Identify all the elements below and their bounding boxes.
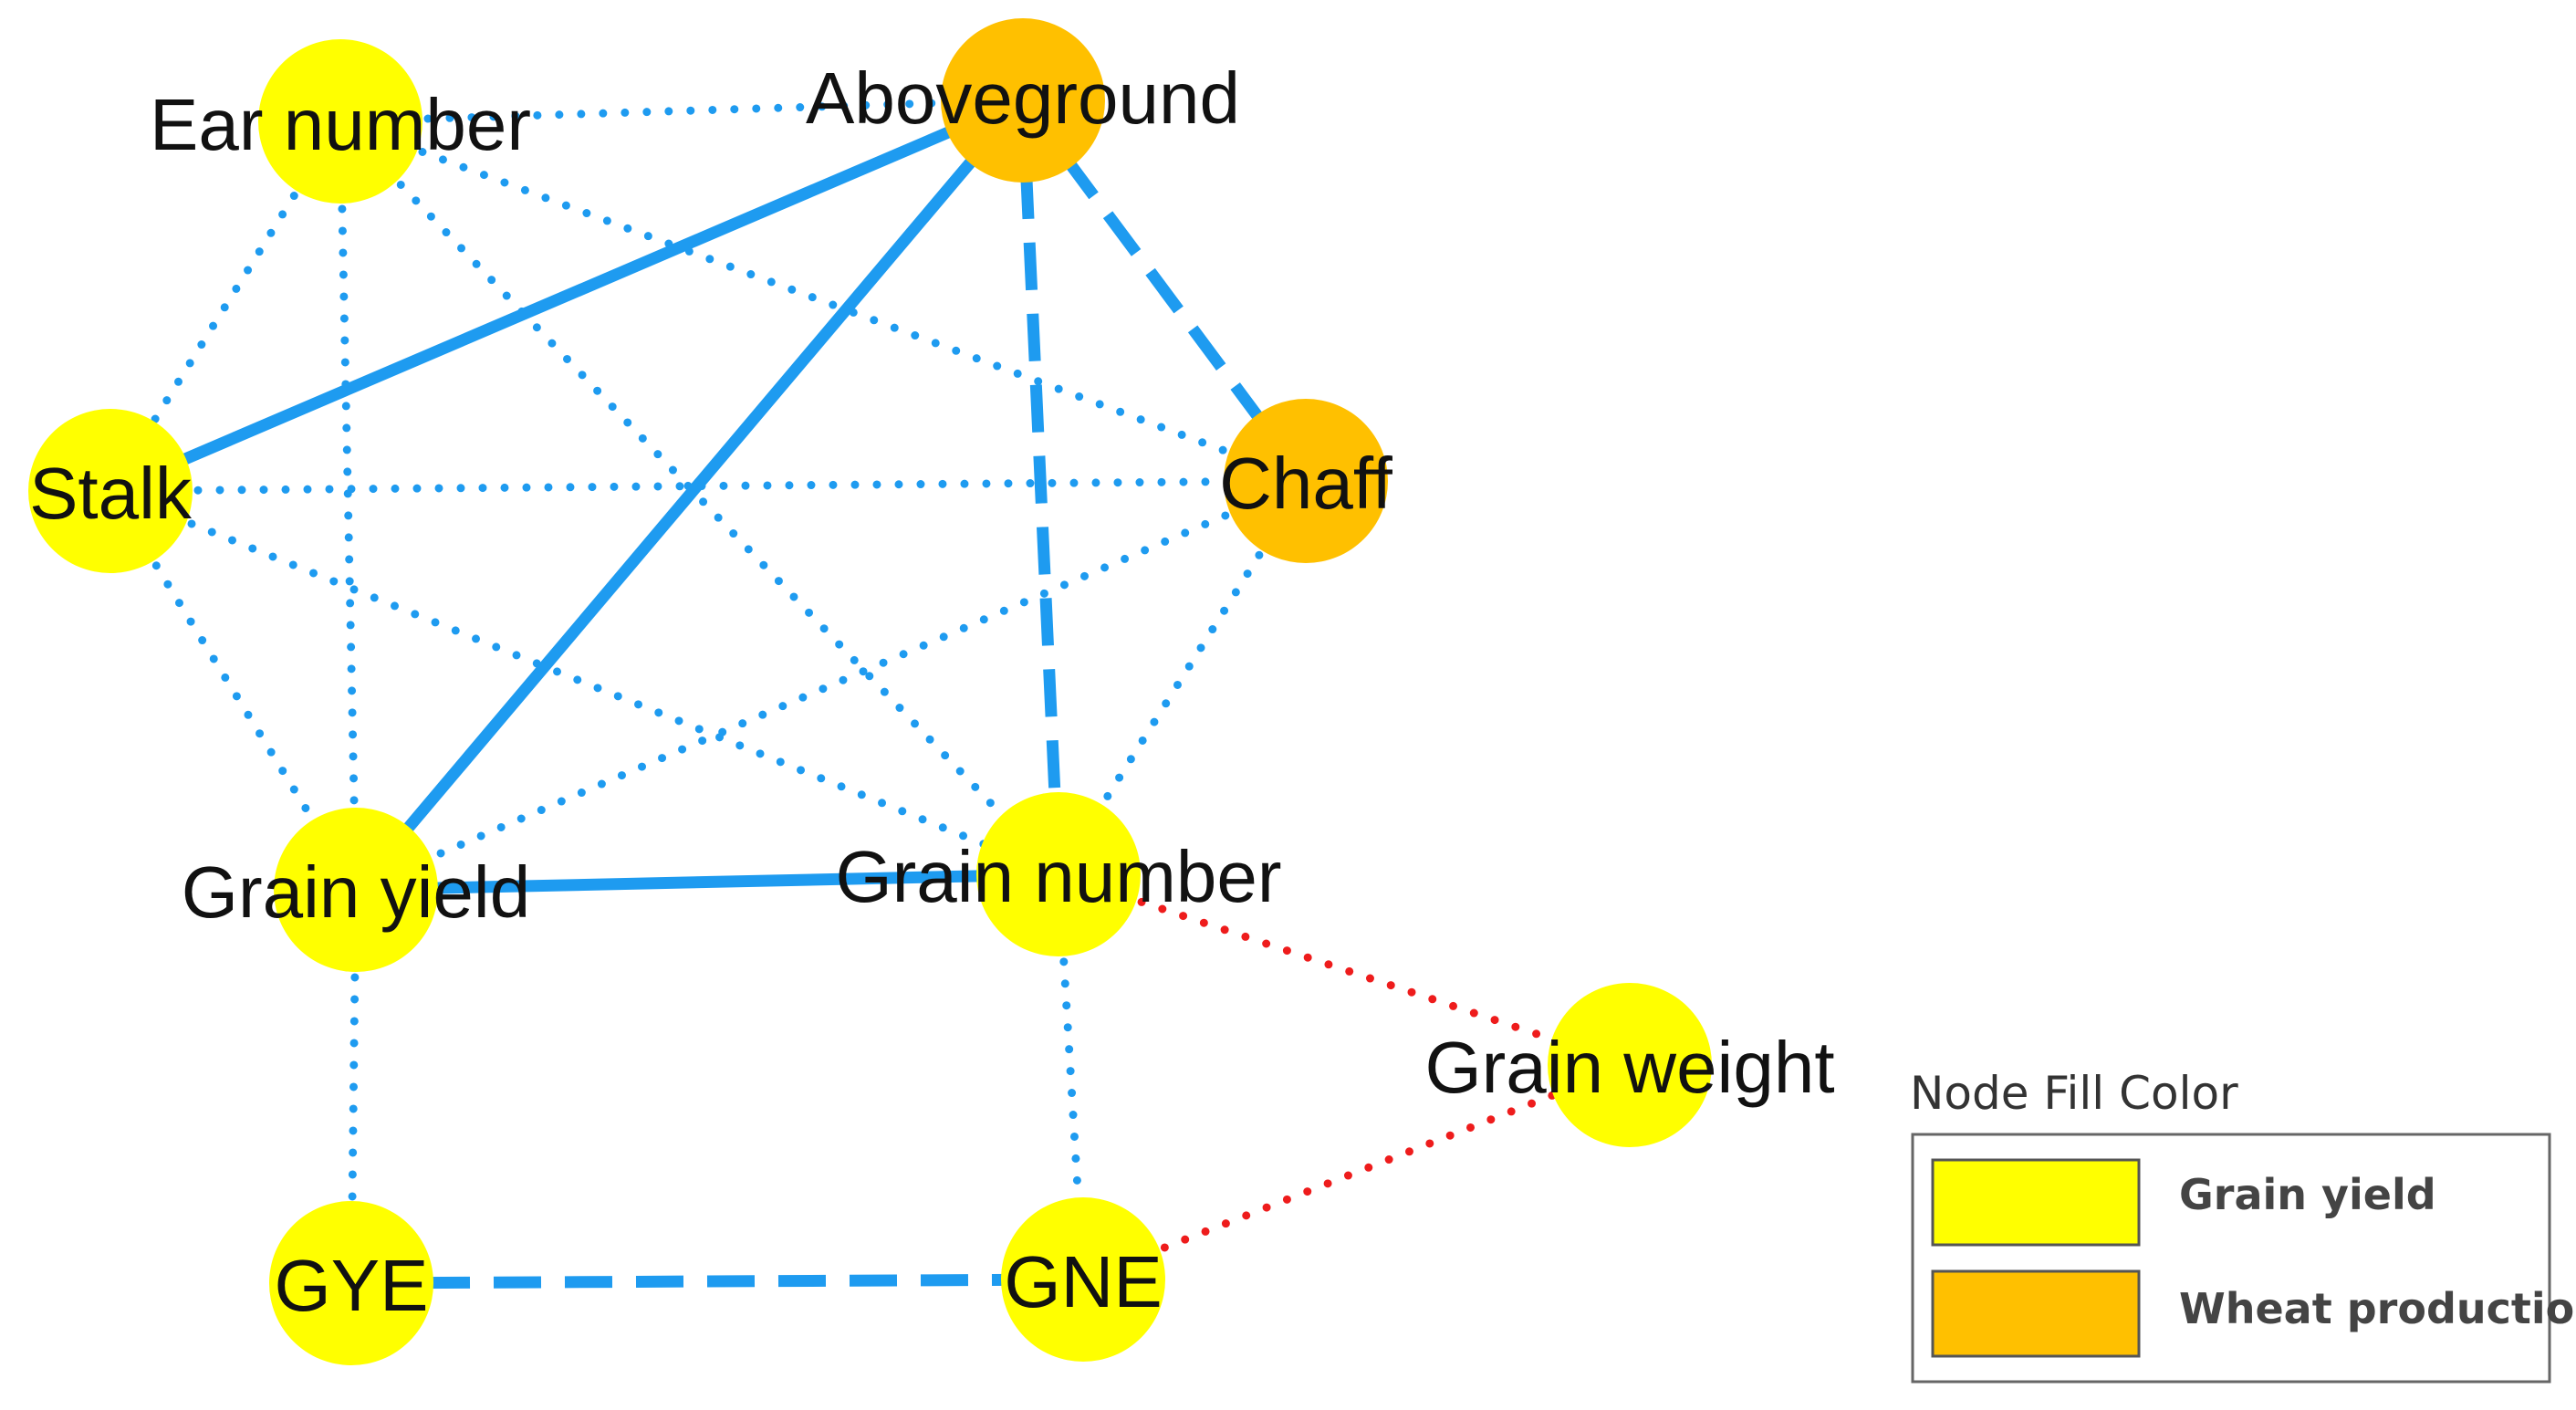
node-label-chaff: Chaff [1219, 443, 1393, 524]
node-label-above: Aboveground [806, 57, 1240, 139]
node-ear [258, 39, 422, 204]
node-circle-gye [269, 1201, 433, 1365]
node-label-gne: GNE [1004, 1241, 1162, 1322]
node-stalk [28, 409, 193, 573]
edge-gye-gne [350, 1273, 1084, 1290]
node-label-gye: GYE [275, 1245, 429, 1326]
legend-swatch-grain-yield [1931, 1158, 2141, 1247]
edge-gy-gn [355, 868, 1059, 896]
node-circle-gn [976, 792, 1141, 956]
node-circle-gy [274, 808, 438, 972]
legend-label-grain-yield: Grain yield [2179, 1170, 2436, 1219]
node-gn [976, 792, 1141, 956]
edge-ear-gn [336, 117, 1063, 879]
edge-stalk-gn [106, 486, 1063, 879]
node-circle-ear [258, 39, 422, 204]
legend-swatch-wheat-production [1931, 1269, 2141, 1358]
node-label-ear: Ear number [150, 84, 531, 165]
node-circle-stalk [28, 409, 193, 573]
edge-stalk-chaff [106, 476, 1310, 496]
node-label-gn: Grain number [835, 836, 1281, 917]
edge-ear-gy [336, 117, 360, 894]
edge-above-gn [1017, 99, 1065, 875]
node-chaff [1224, 399, 1388, 563]
edge-ear-above [336, 96, 1027, 126]
node-circle-gw [1548, 983, 1712, 1147]
node-circle-above [941, 18, 1105, 183]
edge-layer [106, 95, 1634, 1290]
edge-chaff-gy [351, 476, 1310, 894]
node-above [941, 18, 1105, 183]
node-gw [1548, 983, 1712, 1147]
edge-above-gy [351, 96, 1027, 894]
edge-gn-gw [1054, 870, 1634, 1070]
legend: Node Fill Color Grain yield Wheat produc… [1910, 1067, 2576, 1384]
node-gy [274, 808, 438, 972]
node-gne [1001, 1197, 1165, 1362]
node-label-stalk: Stalk [29, 453, 193, 534]
node-label-gy: Grain yield [182, 851, 530, 933]
edge-above-stalk [108, 95, 1026, 496]
node-circle-chaff [1224, 399, 1388, 563]
node-circle-gne [1001, 1197, 1165, 1362]
legend-label-wheat-production: Wheat production [2179, 1284, 2576, 1333]
edge-ear-chaff [336, 117, 1310, 486]
legend-title: Node Fill Color [1910, 1067, 2238, 1120]
node-label-gw: Grain weight [1424, 1027, 1834, 1108]
node-gye [269, 1201, 433, 1365]
edge-ear-stalk [106, 117, 345, 496]
